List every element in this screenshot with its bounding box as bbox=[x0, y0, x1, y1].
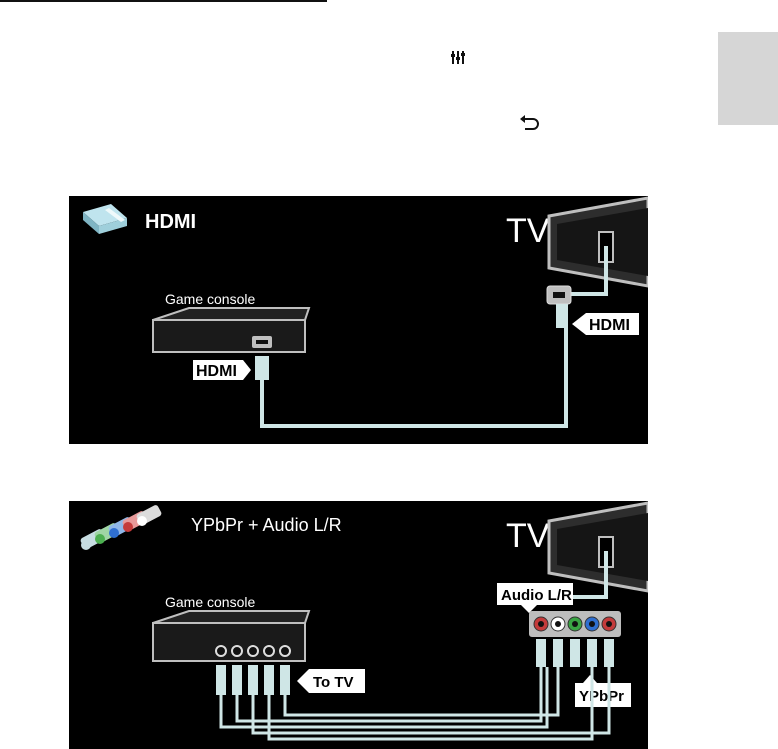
hdmi-connection-diagram: HDMI TV HDMI Game console HDMI bbox=[69, 196, 648, 444]
to-tv-label: To TV bbox=[313, 674, 354, 691]
console-hdmi-label: HDMI bbox=[196, 363, 237, 380]
ypbpr-tag bbox=[575, 683, 631, 707]
hdmi-cable bbox=[260, 328, 568, 428]
console-rca-plugs bbox=[216, 665, 290, 695]
console-hdmi-plug bbox=[255, 356, 269, 380]
tv-hdmi-label: HDMI bbox=[589, 317, 630, 334]
audio-lr-tag bbox=[497, 583, 573, 605]
game-console-box bbox=[152, 307, 311, 353]
tv-hdmi-plug bbox=[556, 304, 568, 328]
tv-label: TV bbox=[506, 212, 550, 250]
tv-internal-cable bbox=[565, 246, 608, 296]
chapter-tab bbox=[718, 32, 778, 125]
device-label: Game console bbox=[165, 291, 255, 307]
component-cables bbox=[219, 667, 611, 741]
game-console-box bbox=[152, 610, 311, 662]
settings-adjust-icon bbox=[451, 51, 465, 64]
console-rca-ports bbox=[215, 645, 291, 657]
to-tv-tag bbox=[297, 669, 365, 693]
hdmi-plug-icon bbox=[83, 204, 127, 234]
tv-set bbox=[547, 196, 648, 288]
tv-internal-cable bbox=[569, 551, 608, 599]
tv-rca-plugs bbox=[536, 639, 614, 667]
header-rule bbox=[0, 0, 327, 2]
diagram-title: YPbPr + Audio L/R bbox=[191, 515, 342, 535]
diagram-title: HDMI bbox=[145, 211, 196, 233]
ypbpr-label: YPbPr bbox=[579, 688, 624, 705]
component-connectors-icon bbox=[80, 505, 162, 550]
tv-hdmi-tag bbox=[572, 313, 639, 335]
device-label: Game console bbox=[165, 594, 255, 610]
tv-label: TV bbox=[506, 517, 550, 555]
tv-set bbox=[547, 501, 648, 593]
ypbpr-connection-diagram: YPbPr + Audio L/R TV Audio L/R YPbPr Gam… bbox=[69, 501, 648, 749]
back-arrow-icon bbox=[520, 115, 539, 130]
audio-lr-label: Audio L/R bbox=[501, 587, 572, 604]
console-hdmi-tag bbox=[193, 360, 251, 380]
